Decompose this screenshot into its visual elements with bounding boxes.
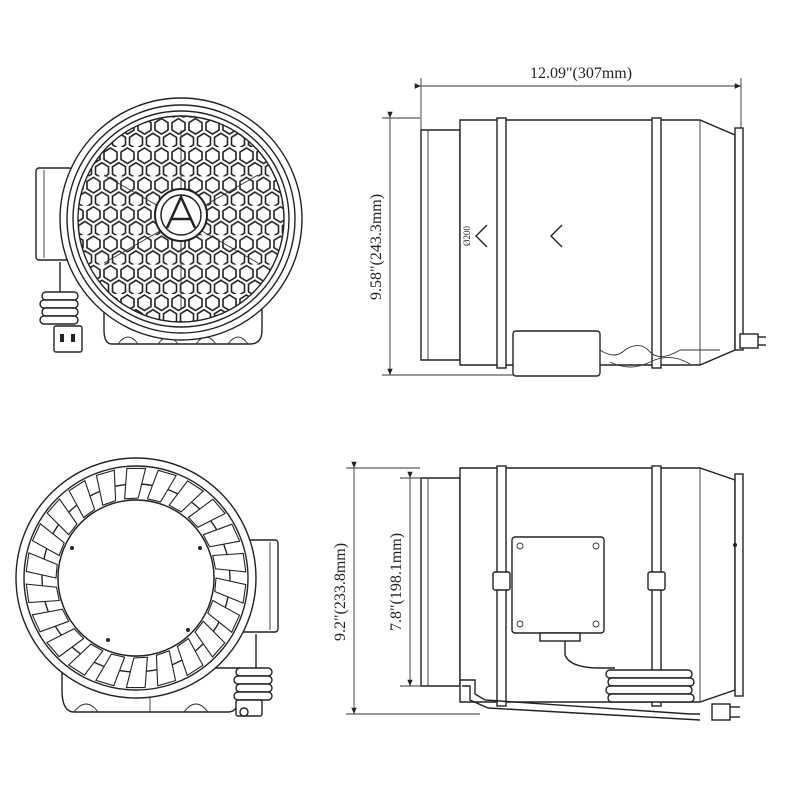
fan-blade	[207, 599, 241, 634]
dimension-height-bottom: 9.2"(233.8mm)	[332, 543, 349, 641]
fan-blade	[31, 608, 70, 633]
side-view-top: 12.09"(307mm) 9.58"(243.3mm) Ø200	[368, 65, 766, 377]
fan-blade	[125, 656, 148, 689]
dimension-inner-height: 7.8"(198.1mm)	[388, 533, 405, 631]
fan-blade	[168, 480, 205, 513]
front-view-grille	[35, 97, 303, 353]
fan-blade	[95, 469, 117, 506]
fan-blade	[194, 620, 226, 658]
fan-blade	[124, 467, 147, 500]
fan-blade	[146, 469, 177, 503]
fan-blade	[67, 643, 104, 676]
junction-box	[511, 536, 605, 642]
fan-blade	[176, 637, 204, 677]
fan-blade	[155, 650, 177, 687]
coiled-cord-bottom	[233, 634, 273, 717]
fan-blade	[214, 577, 247, 604]
fan-blade	[25, 583, 60, 604]
fan-blade	[46, 628, 85, 658]
intake-view-blades	[15, 457, 279, 717]
side-view-bottom: 9.2"(233.8mm) 7.8"(198.1mm)	[332, 461, 744, 721]
fan-blade	[25, 552, 58, 579]
fan-blade	[31, 522, 65, 557]
coiled-cord-side	[605, 669, 695, 703]
center-logo	[154, 188, 208, 242]
coiled-cord	[39, 262, 83, 353]
fan-blade	[212, 552, 247, 573]
fan-blade	[187, 498, 226, 528]
fan-blade	[68, 479, 96, 519]
duct-marking: Ø200	[462, 226, 472, 246]
fan-blades	[25, 467, 247, 689]
fan-blade	[46, 498, 78, 536]
fan-blade	[95, 653, 126, 687]
fan-blade	[202, 523, 241, 548]
dimension-length: 12.09"(307mm)	[530, 65, 632, 82]
intake-hub	[57, 499, 215, 657]
dimension-height-top: 9.58"(243.3mm)	[368, 194, 385, 300]
